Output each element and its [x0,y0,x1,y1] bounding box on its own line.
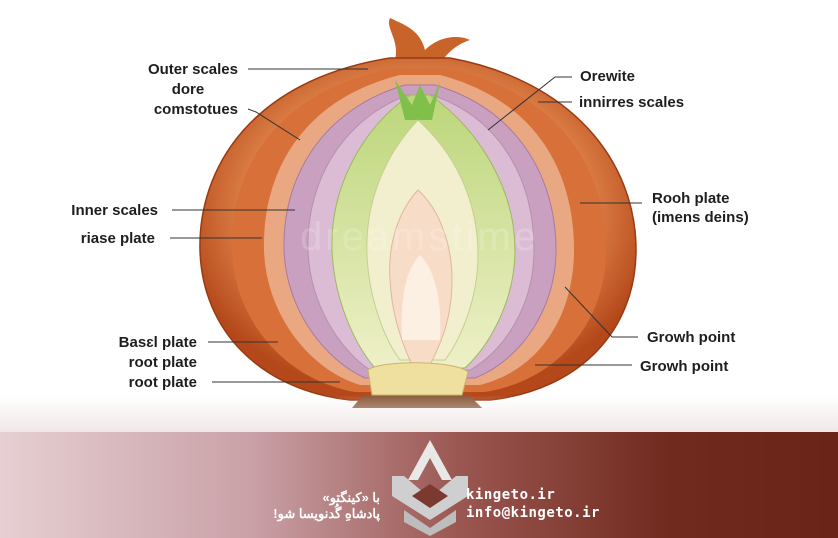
watermark: dreamstime [300,215,539,259]
label-riase-plate: riase plate [80,230,155,247]
label-orewite: Orewite [580,68,636,85]
leader-lines [170,68,642,383]
site-link[interactable]: kingeto.ir [466,487,556,503]
label-root-plate: root plate [128,374,197,391]
label-root-plate: root plate [128,354,197,371]
label-comstotues: comstotues [153,101,238,118]
kingeto-logo [392,440,468,536]
bottom-fade [0,395,838,435]
label-rooh-plate: Rooh plate [652,190,730,207]
label-inner-scales: Inner scales [71,202,158,219]
onion-neck [388,18,470,65]
label-outer-scales: Outer scales [147,61,238,78]
persian-slogan-line1: با «کینگتو» [322,490,380,505]
label-dore: dore [171,81,205,98]
label-innirres-scales: innirres scales [579,94,685,111]
label-imens-deins: (imens deins) [652,209,749,226]
label-growth-point: Growh point [640,358,729,375]
kingeto-banner: با «کینگتو» پادشاهِ گُدنویسا شو! kingeto… [0,432,838,538]
persian-slogan-line2: پادشاهِ گُدنویسا شو! [273,506,380,521]
label-basal-plate: Basɛl plate [118,334,197,351]
label-growth-point: Growh point [647,329,736,346]
basal-plate [367,362,469,396]
email-link[interactable]: info@kingeto.ir [466,505,600,521]
